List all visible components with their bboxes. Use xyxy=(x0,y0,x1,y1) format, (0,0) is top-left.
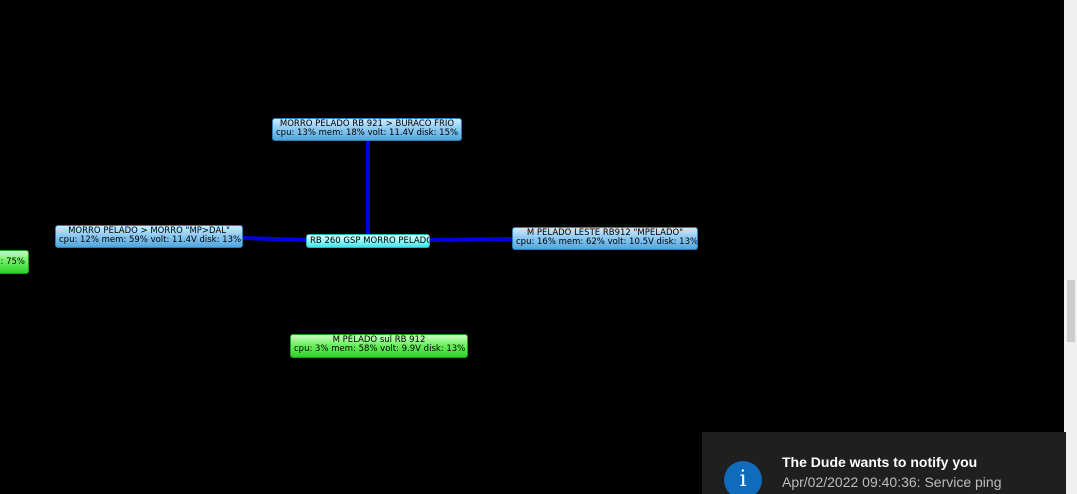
device-name: M PELADO LESTE RB912 "MPELADO" xyxy=(526,228,684,238)
notification-title: The Dude wants to notify you xyxy=(782,454,978,470)
device-name: MORRO PELADO > MORRO "MP>DAL" xyxy=(68,226,230,236)
info-icon: i xyxy=(724,461,762,494)
device-node-buraco-frio[interactable]: MORRO PELADO RB 921 > BURACO FRIO cpu: 1… xyxy=(272,118,462,141)
device-name: M PELADO sul RB 912 xyxy=(332,335,426,345)
device-stats: : 75% xyxy=(0,257,25,267)
device-node-mp-dal[interactable]: MORRO PELADO > MORRO "MP>DAL" cpu: 12% m… xyxy=(55,225,243,248)
device-stats: cpu: 13% mem: 18% volt: 11.4V disk: 15% xyxy=(276,128,459,138)
device-name: RB 260 GSP MORRO PELADO xyxy=(310,236,430,246)
link-mpelado-leste[interactable] xyxy=(427,237,515,242)
device-node-mpelado-sul[interactable]: M PELADO sul RB 912 cpu: 3% mem: 58% vol… xyxy=(290,334,468,358)
device-stats: cpu: 16% mem: 62% volt: 10.5V disk: 13% xyxy=(516,237,698,247)
notification-message: Apr/02/2022 09:40:36: Service ping xyxy=(782,474,1002,490)
device-name: MORRO PELADO RB 921 > BURACO FRIO xyxy=(279,119,455,129)
device-node-offscreen-left[interactable]: : 75% xyxy=(0,250,29,274)
notification-toast[interactable]: i The Dude wants to notify you Apr/02/20… xyxy=(702,432,1066,494)
device-node-rb260-morro-pelado[interactable]: RB 260 GSP MORRO PELADO xyxy=(306,234,430,248)
device-node-mpelado-leste[interactable]: M PELADO LESTE RB912 "MPELADO" cpu: 16% … xyxy=(512,227,698,250)
vertical-scrollbar[interactable] xyxy=(1064,0,1077,494)
device-stats: cpu: 3% mem: 58% volt: 9.9V disk: 13% xyxy=(294,344,466,354)
scrollbar-thumb[interactable] xyxy=(1067,280,1075,342)
device-stats: cpu: 12% mem: 59% volt: 11.4V disk: 13% xyxy=(59,235,242,245)
link-mp-dal[interactable] xyxy=(241,236,309,242)
